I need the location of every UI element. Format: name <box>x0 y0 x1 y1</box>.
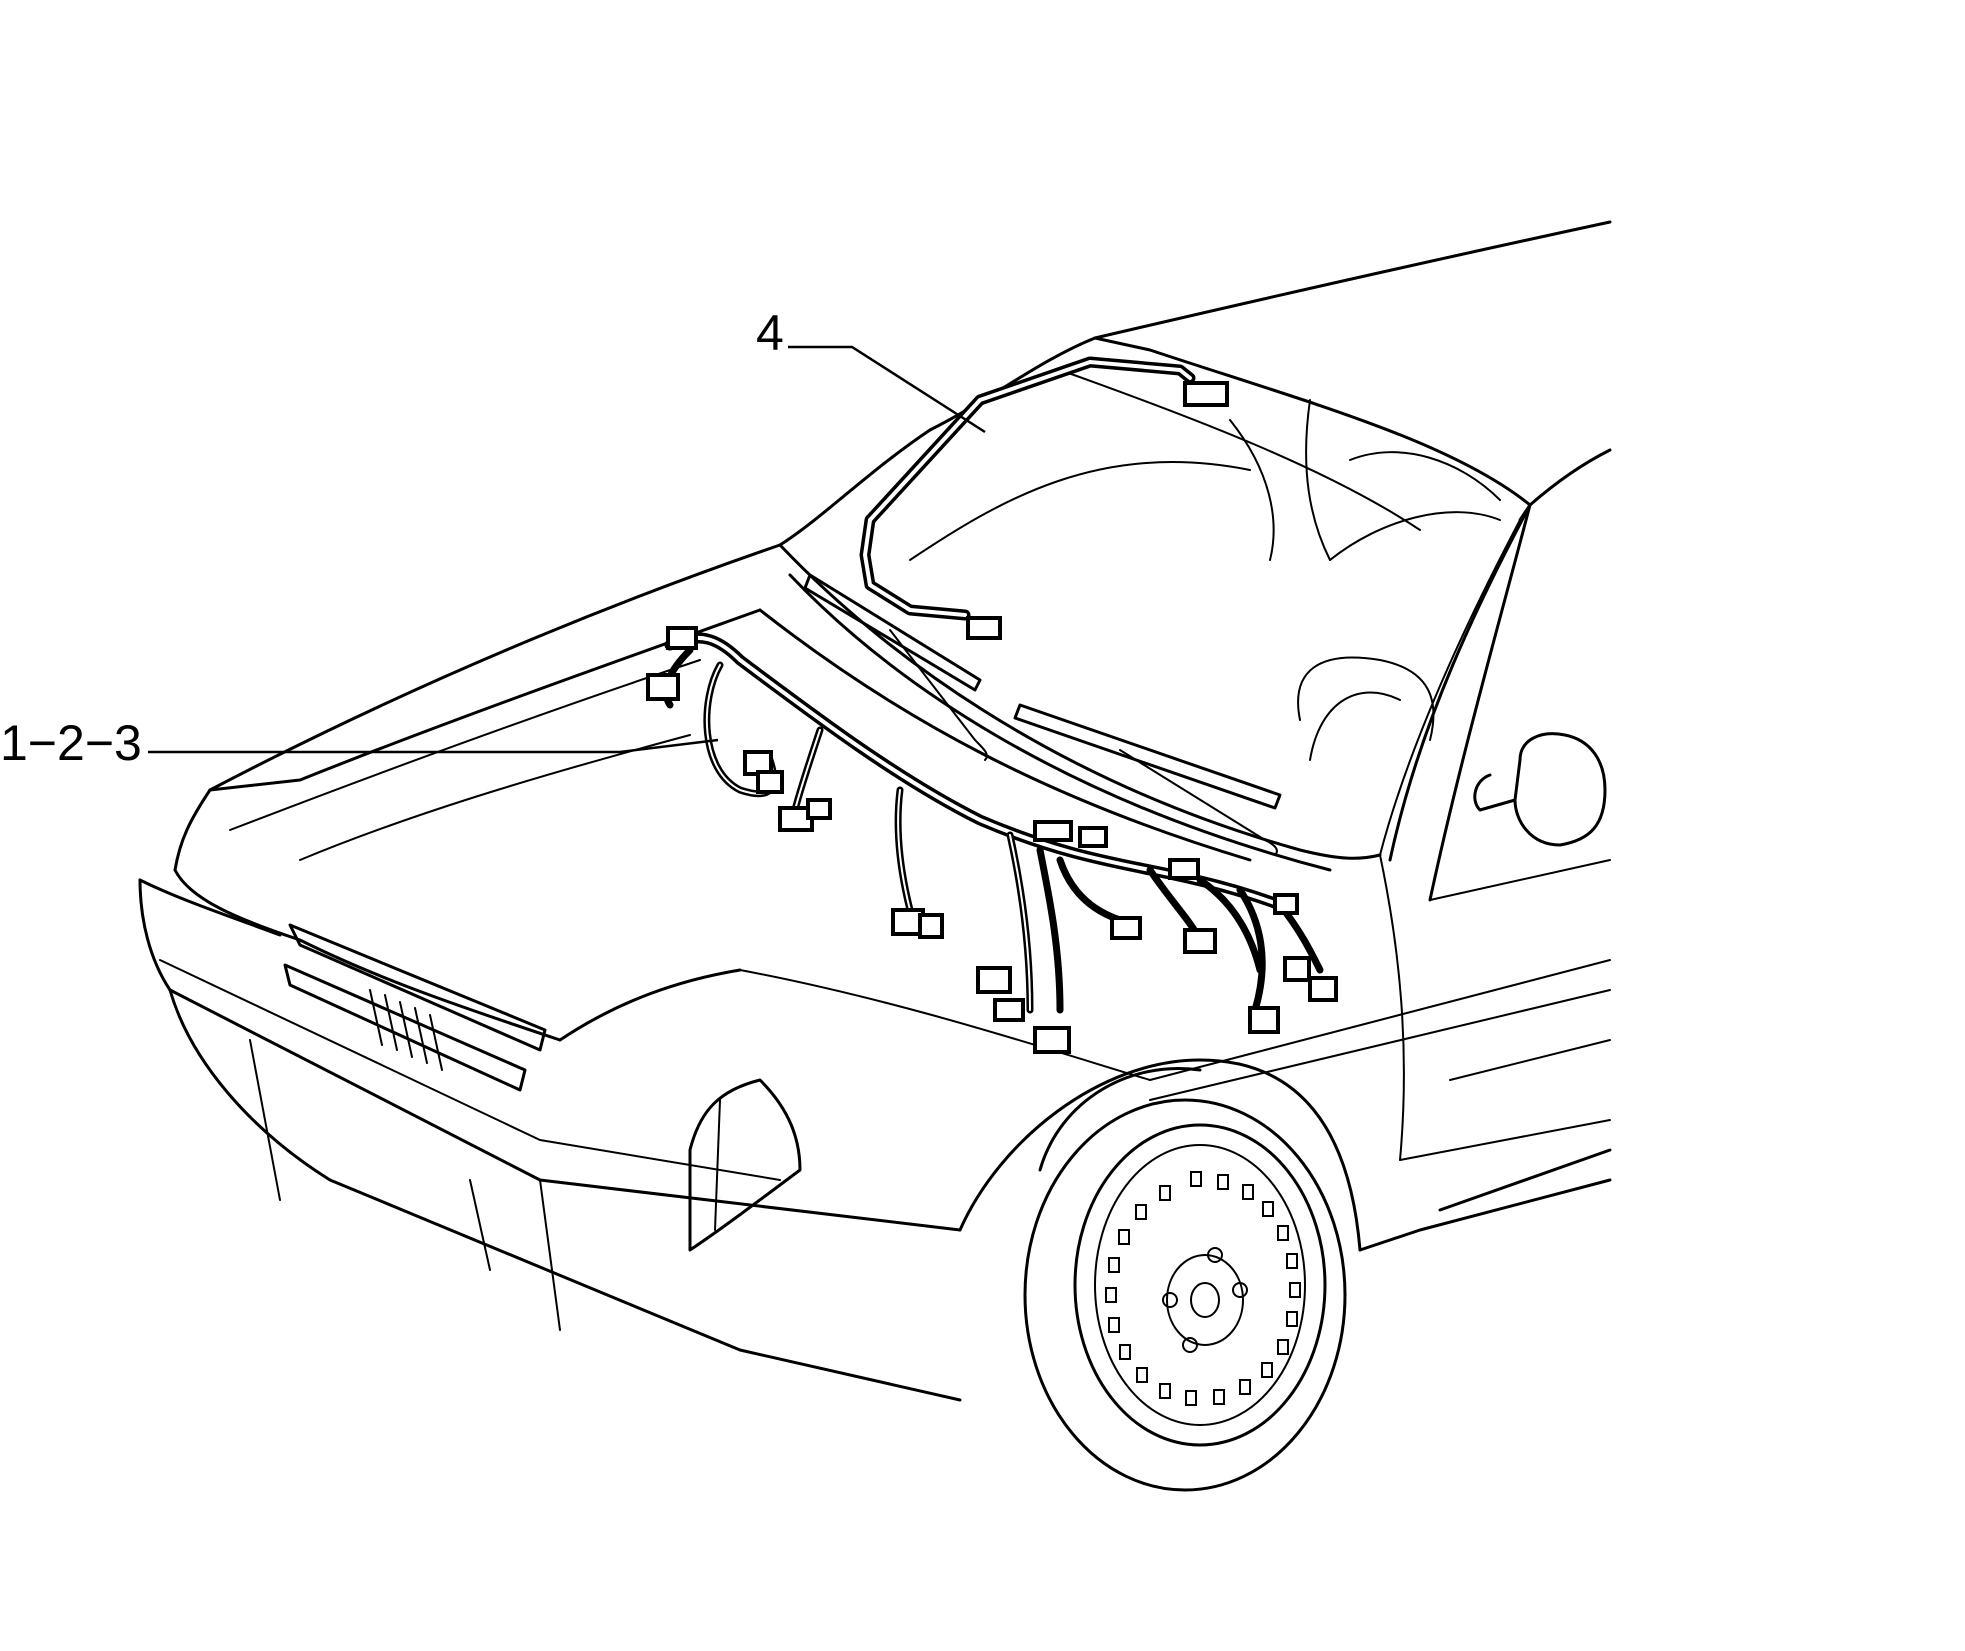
car-body-outline <box>138 220 1612 1402</box>
front-wiring-harness <box>646 626 1338 1054</box>
windscreen-wiring-harness <box>859 356 1229 640</box>
side-mirror <box>1473 732 1607 847</box>
callout-label-1-2-3: 1−2−3 <box>0 715 142 771</box>
interior <box>909 369 1501 761</box>
wipers <box>803 573 1282 856</box>
wheel-slots <box>1105 1171 1301 1406</box>
callout-front-harness: 1−2−3 <box>0 715 719 771</box>
leader-line-1-2-3 <box>148 738 719 754</box>
windscreen-connector-top <box>1183 381 1229 407</box>
windscreen-connector-bottom <box>966 616 1002 640</box>
callout-label-4: 4 <box>756 305 784 361</box>
front-bumper <box>138 878 962 1402</box>
leader-line-4 <box>788 345 986 434</box>
callout-windscreen-harness: 4 <box>756 305 986 434</box>
grille <box>283 923 547 1092</box>
front-wheel <box>1023 1098 1347 1492</box>
headlight <box>688 1078 802 1252</box>
